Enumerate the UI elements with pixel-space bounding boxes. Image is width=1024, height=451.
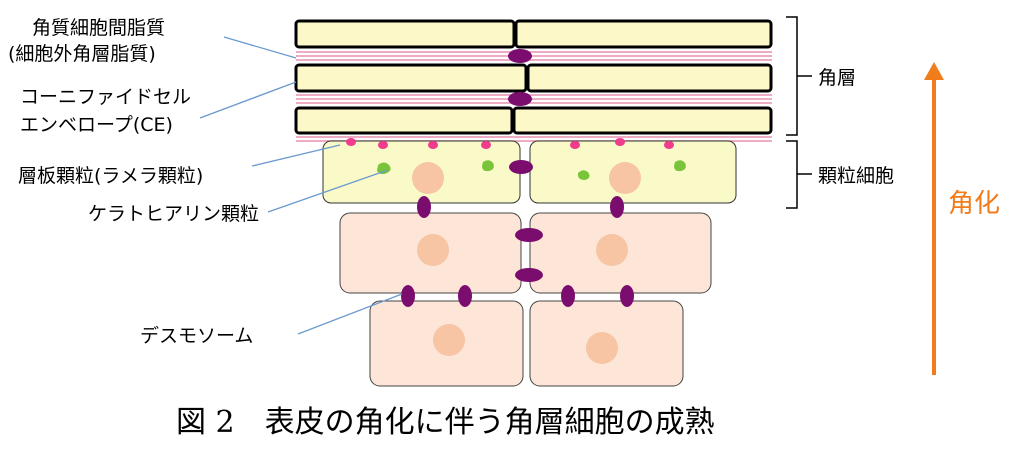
leader-lines	[199, 36, 403, 335]
keratohyalin-granules	[377, 160, 686, 180]
corneodesmosome	[508, 92, 532, 106]
leader-line	[251, 144, 341, 167]
keratinization-arrow	[924, 62, 944, 375]
desmosome	[401, 285, 415, 307]
leader-line	[297, 293, 403, 335]
leader-line	[267, 169, 389, 213]
keratohyalin-granule	[482, 160, 494, 172]
desmosome	[515, 228, 543, 242]
keratohyalin-granule	[578, 170, 590, 180]
corneocyte-row-2	[294, 63, 773, 93]
corneocyte	[512, 106, 773, 135]
desmosomes	[401, 49, 634, 307]
label-desmosome: デスモソーム	[140, 325, 253, 347]
label-granular-cells: 顆粒細胞	[818, 165, 894, 187]
granular-layer-bracket	[786, 140, 812, 209]
leader-line	[199, 81, 297, 119]
label-keratohyalin-granule: ケラトヒアリン顆粒	[88, 203, 259, 225]
lamellar-granule	[664, 141, 674, 149]
leader-line	[223, 36, 297, 59]
lamellar-granule	[570, 141, 580, 149]
nucleus	[596, 234, 628, 266]
desmosome	[458, 285, 472, 307]
nucleus	[586, 332, 618, 364]
layer-brackets	[786, 16, 812, 209]
corneocyte	[294, 63, 528, 93]
label-keratinization: 角化	[948, 189, 1000, 219]
desmosome	[561, 285, 575, 307]
label-cornified-envelope: コーニファイドセル	[20, 86, 191, 108]
lamellar-granule	[428, 141, 438, 149]
nucleus	[412, 162, 444, 194]
label-intercellular-lipid-sub: (細胞外角層脂質)	[8, 43, 156, 65]
label-stratum-corneum: 角層	[818, 67, 856, 89]
lamellar-granules	[346, 138, 674, 149]
lamellar-granule	[378, 141, 388, 149]
nucleus	[433, 324, 465, 356]
lamellar-granule	[481, 141, 491, 149]
lamellar-granule	[346, 138, 356, 146]
corneocyte	[526, 63, 773, 93]
label-lamellar-granule: 層板顆粒(ラメラ顆粒)	[18, 165, 203, 187]
desmosome	[620, 285, 634, 307]
lamellar-granule	[615, 138, 625, 146]
keratohyalin-granule	[674, 160, 686, 172]
desmosome	[417, 196, 431, 218]
nucleus	[417, 234, 449, 266]
corneodesmosome	[508, 49, 532, 63]
desmosome	[610, 196, 624, 218]
corneocyte	[294, 19, 516, 49]
label-intercellular-lipid: 角質細胞間脂質	[32, 17, 165, 39]
keratohyalin-granule	[377, 162, 391, 175]
corneocyte	[294, 106, 514, 135]
granular-cells	[322, 140, 737, 204]
label-cornified-envelope-sub: エンベロープ(CE)	[20, 114, 173, 136]
corneocyte	[514, 19, 773, 49]
desmosome	[515, 268, 543, 282]
corneocyte-row-3	[294, 106, 773, 135]
figure-caption: 図 2 表皮の角化に伴う角層細胞の成熟	[176, 405, 715, 440]
nucleus	[609, 162, 641, 194]
intercellular-lipid-layers	[296, 51, 772, 142]
desmosome	[509, 160, 533, 174]
lower-nuclei	[417, 234, 628, 364]
corneocyte-row-1	[294, 19, 773, 49]
stratum-corneum-bracket	[786, 16, 812, 136]
